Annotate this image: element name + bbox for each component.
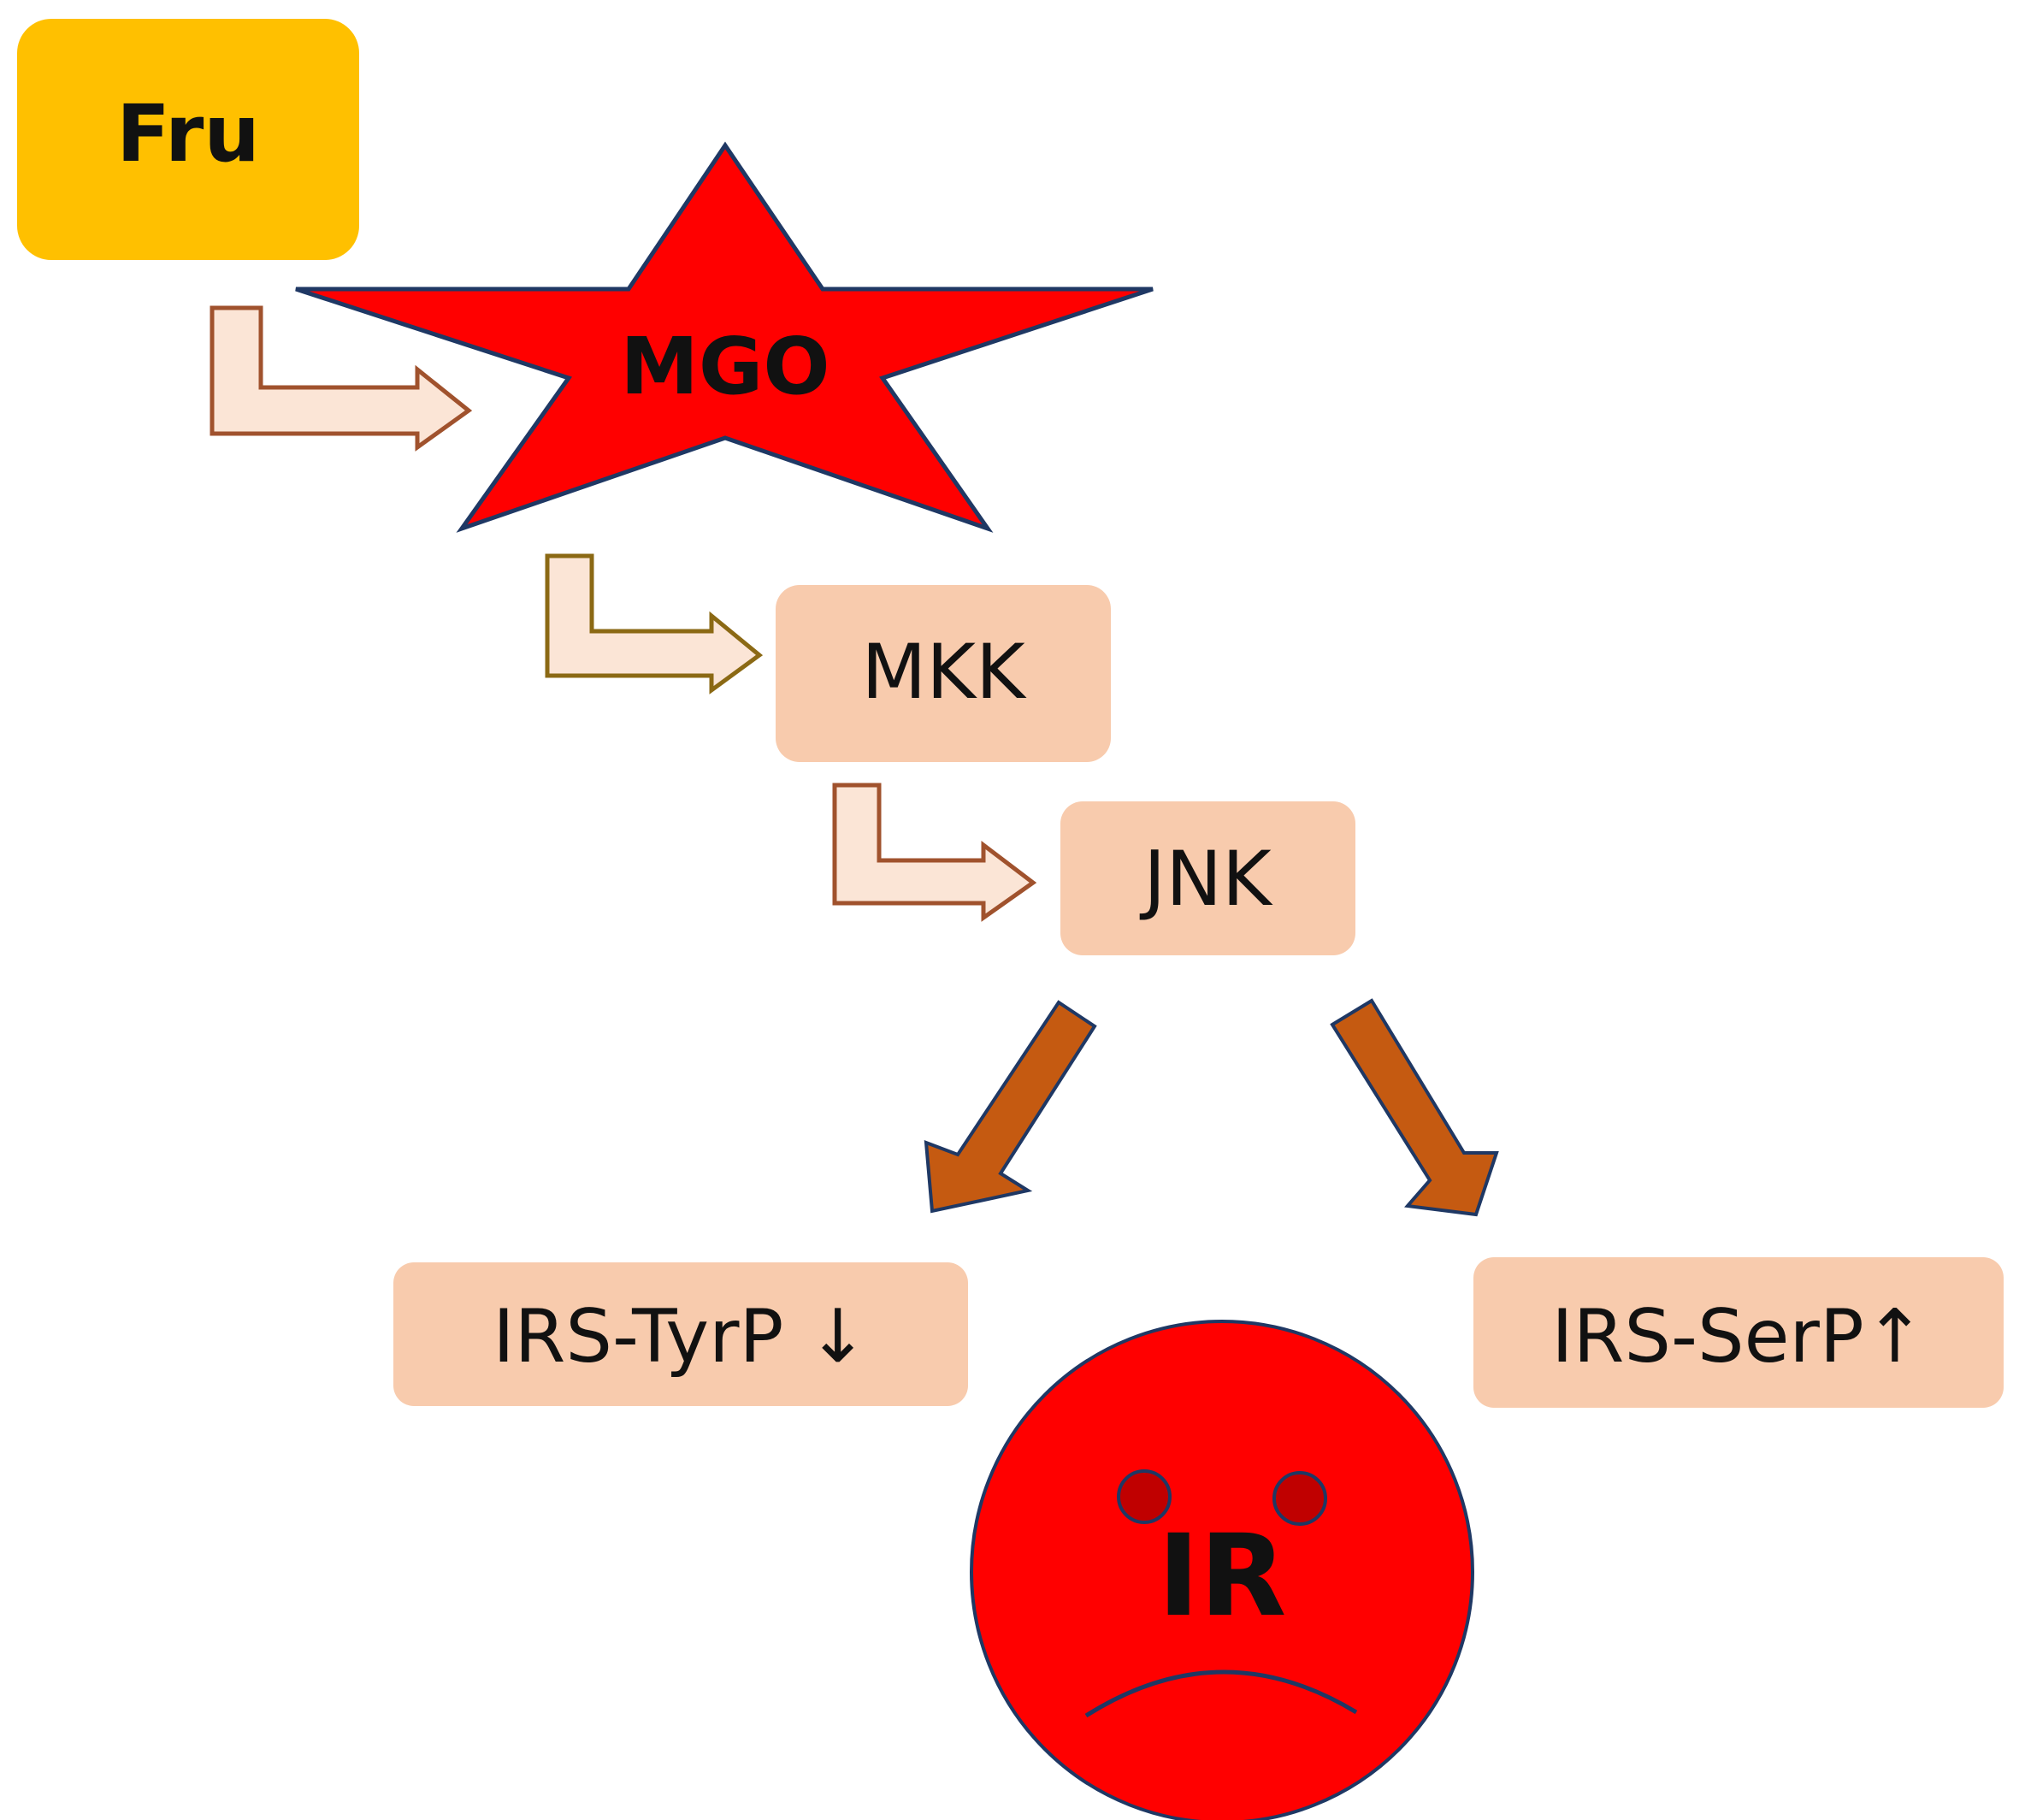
mkk-box [776,585,1111,762]
ir-face-circle [970,1320,1474,1820]
node-fru: Fru [17,19,359,260]
ir-left-eye-icon [1117,1469,1172,1524]
arrow-fru-to-mgo [210,305,473,452]
ir-frown-icon [1084,1669,1358,1718]
node-irs-tyrp: IRS-TyrP ↓ [393,1262,968,1406]
node-irs-serp: IRS-SerP↑ [1473,1257,2004,1408]
node-mgo: MGO [295,141,1154,533]
mkk-label: MKK [861,628,1027,716]
jnk-box [1060,801,1355,955]
arrow-mgo-to-mkk [545,553,764,694]
ir-right-eye-icon [1272,1471,1327,1526]
irs-tyrp-box [393,1262,968,1406]
jnk-label: JNK [1139,835,1273,923]
irs-serp-label: IRS-SerP↑ [1551,1294,1926,1380]
irs-serp-box [1473,1257,2004,1408]
arrow-jnk-to-irs-serp [1330,998,1499,1217]
ir-label: IR [1158,1510,1287,1642]
irs-tyrp-label: IRS-TyrP ↓ [493,1294,869,1380]
node-jnk: JNK [1060,801,1355,955]
mgo-star [295,141,1154,533]
node-mkk: MKK [776,585,1111,762]
fru-box [17,19,359,260]
fru-label: Fru [116,88,260,180]
mgo-label: MGO [620,321,829,412]
arrow-jnk-to-irs-tyrp [924,1000,1097,1214]
node-ir: IR [970,1320,1474,1820]
arrow-mkk-to-jnk [832,783,1037,922]
